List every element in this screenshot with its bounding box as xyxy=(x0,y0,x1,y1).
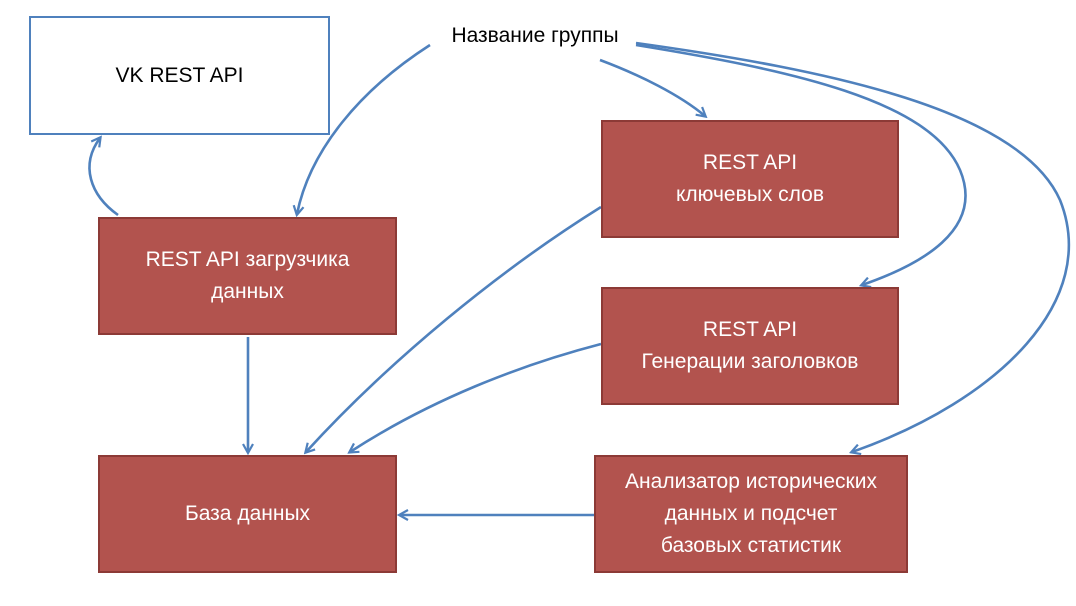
arrow-keywords-to-database xyxy=(306,205,602,452)
database-box: База данных xyxy=(98,455,397,573)
arrow-group-to-headlines xyxy=(635,43,967,285)
headline-generation-api-label-line-1: REST API xyxy=(702,318,798,341)
arrow-group-to-analyzer xyxy=(635,41,1071,452)
group-name-label: Название группы xyxy=(451,24,619,47)
historical-analyzer-label-line-3: базовых статистик xyxy=(660,534,842,557)
data-loader-api-label-line-2: данных xyxy=(211,280,284,303)
headline-generation-api-label-line-2: Генерации заголовков xyxy=(641,350,859,373)
arrow-group-to-loader xyxy=(297,43,431,214)
database-label: База данных xyxy=(184,502,311,525)
vk-rest-api-label: VK REST API xyxy=(115,63,244,87)
historical-analyzer-box: Анализатор исторических данных и подсчет… xyxy=(594,455,908,573)
vk-rest-api-box: VK REST API xyxy=(29,16,330,135)
data-loader-api-label-line-1: REST API загрузчика xyxy=(145,248,350,271)
keywords-api-box: REST API ключевых слов xyxy=(601,120,899,238)
keywords-api-label-line-2: ключевых слов xyxy=(676,183,824,206)
data-loader-api-box: REST API загрузчика данных xyxy=(98,217,397,335)
arrow-headlines-to-database xyxy=(350,342,602,452)
arrow-loader-to-vk xyxy=(88,138,119,217)
historical-analyzer-label-line-2: данных и подсчет xyxy=(664,502,838,525)
headline-generation-api-box: REST API Генерации заголовков xyxy=(601,287,899,405)
historical-analyzer-label-line-1: Анализатор исторических xyxy=(625,470,877,493)
keywords-api-label-line-1: REST API xyxy=(702,151,798,174)
arrow-group-to-keywords xyxy=(599,58,705,116)
